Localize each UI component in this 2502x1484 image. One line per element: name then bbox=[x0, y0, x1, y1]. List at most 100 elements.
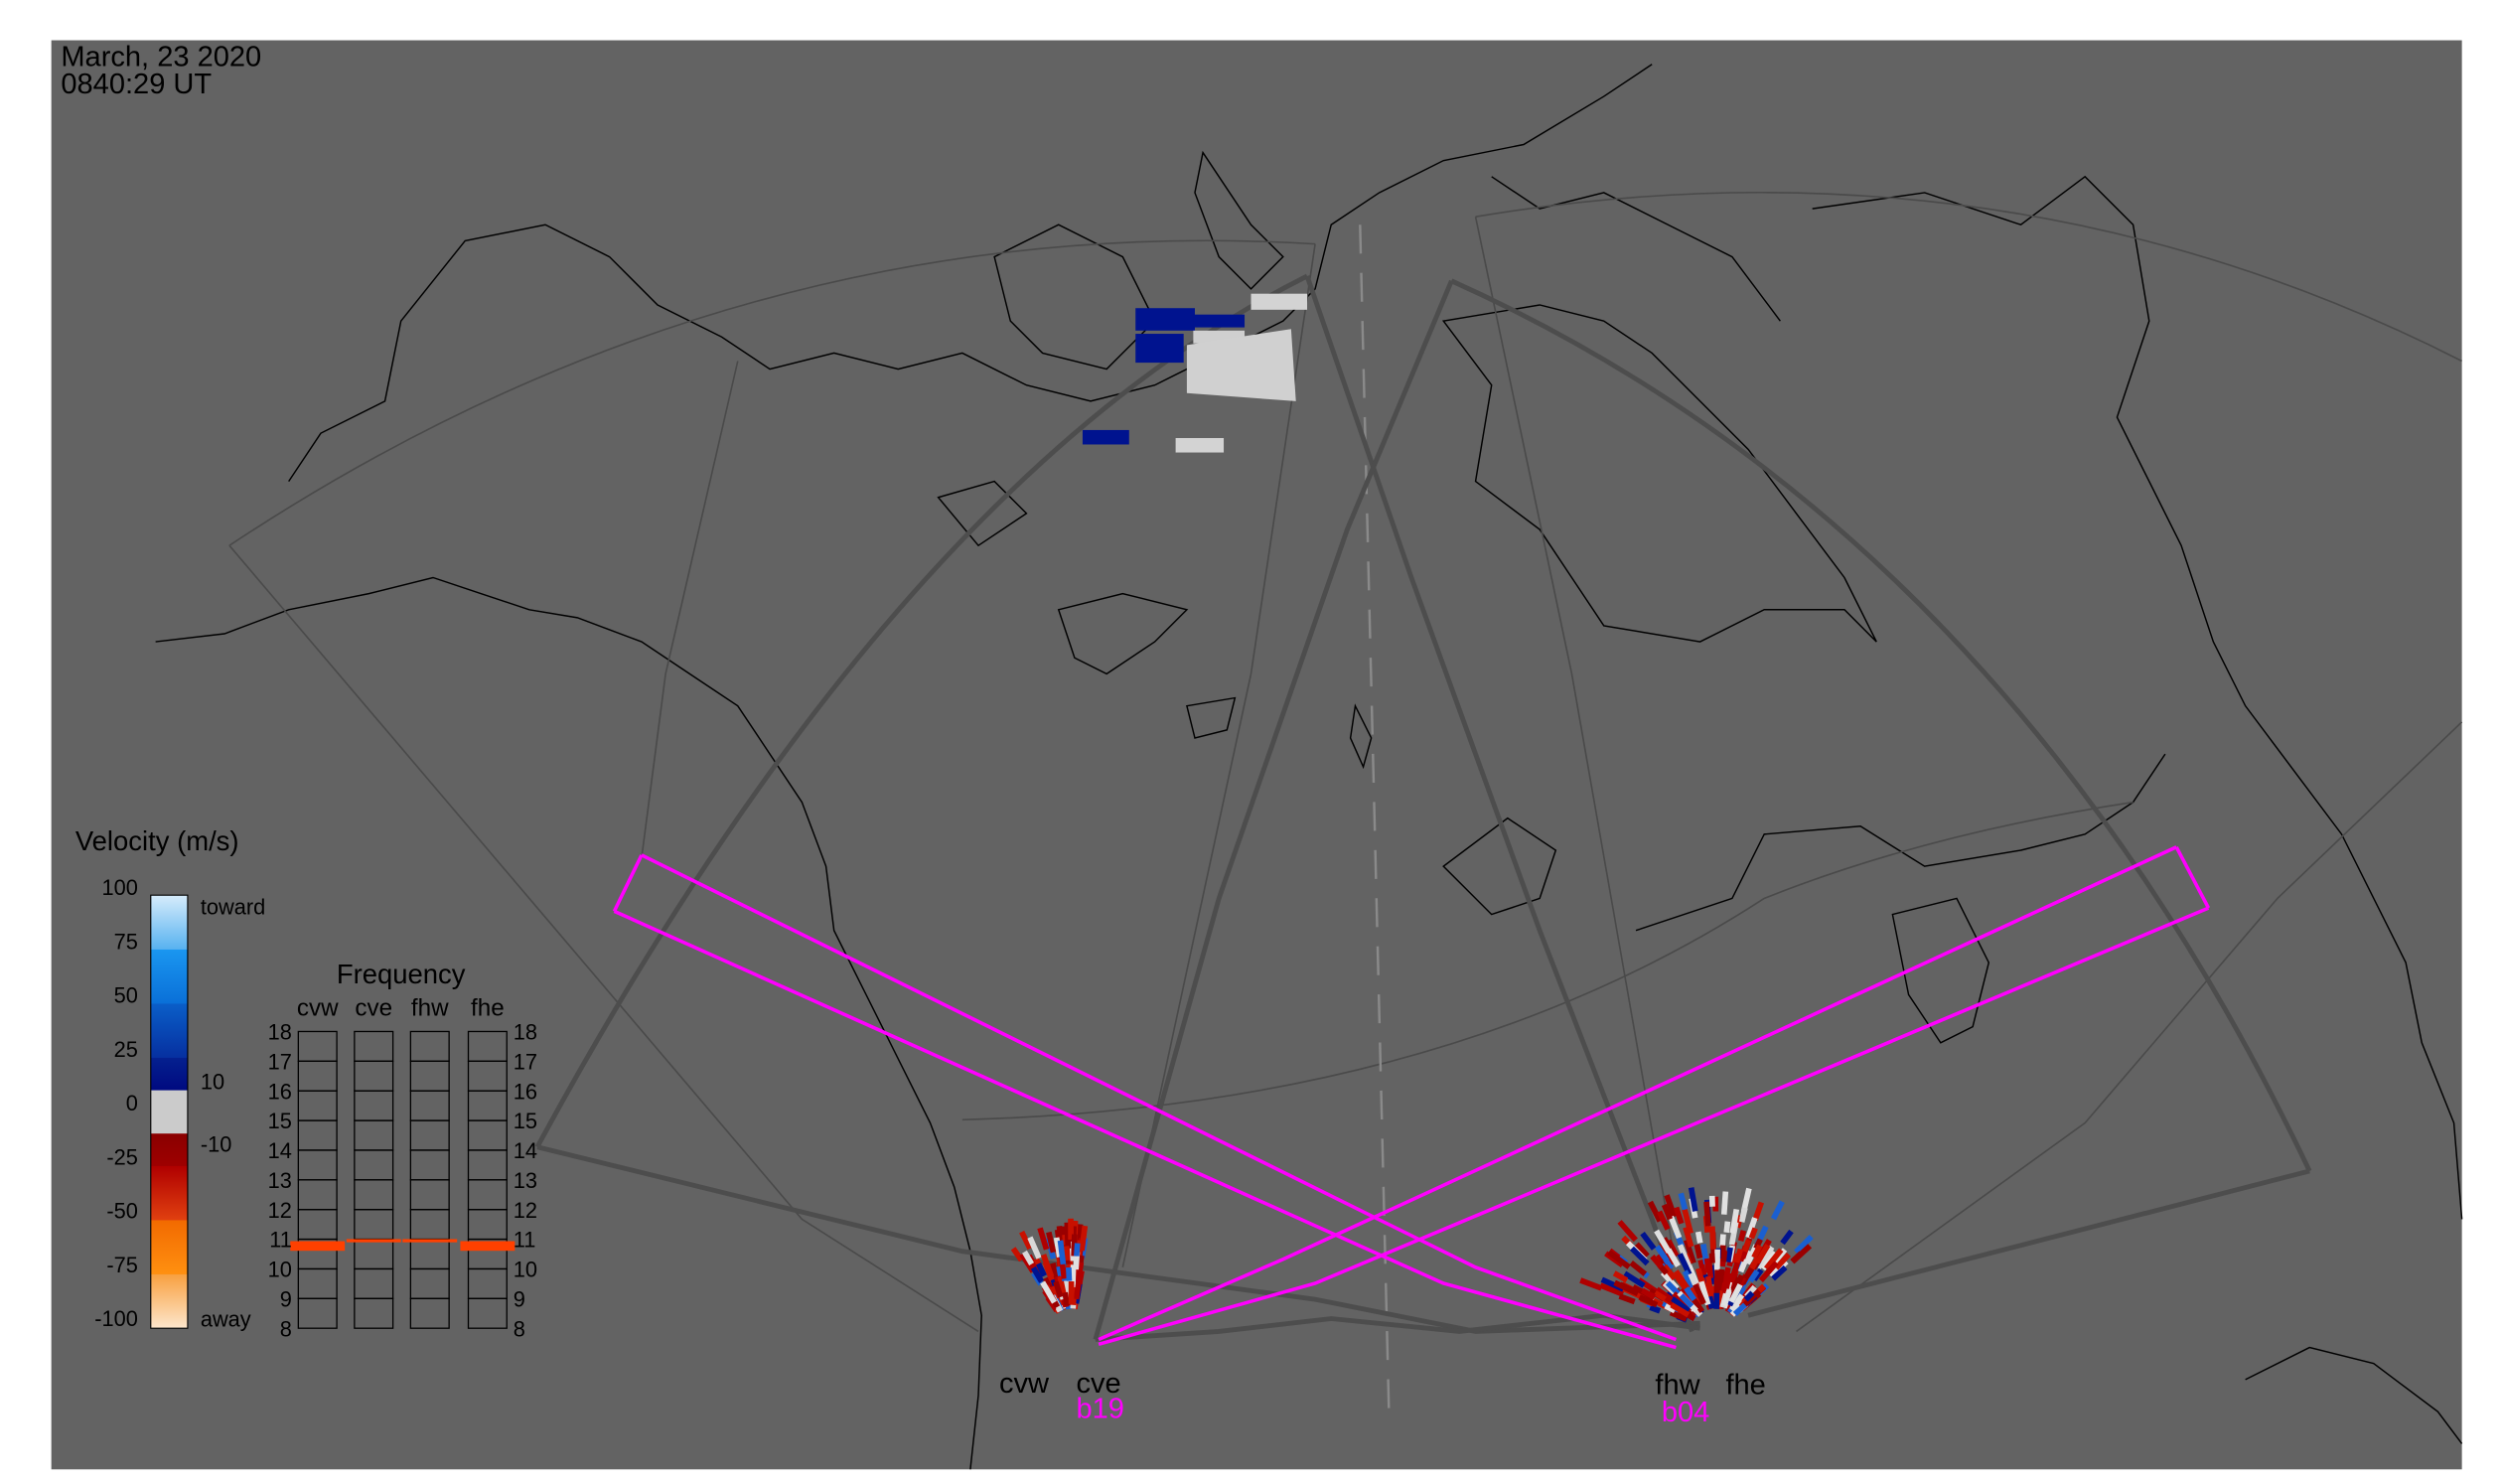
velocity-cell bbox=[1694, 1231, 1703, 1244]
frequency-scale-left: 11 bbox=[269, 1228, 292, 1253]
velocity-cell bbox=[1747, 1269, 1760, 1283]
velocity-cell bbox=[1674, 1269, 1691, 1290]
velocity-cell bbox=[1040, 1254, 1055, 1278]
frequency-cell bbox=[467, 1297, 508, 1329]
velocity-cell bbox=[1771, 1264, 1788, 1281]
velocity-cell bbox=[1677, 1244, 1693, 1267]
velocity-cell bbox=[1683, 1239, 1696, 1264]
frequency-scale-left: 13 bbox=[268, 1168, 292, 1193]
radar-label-cvw: cvw bbox=[999, 1368, 1050, 1400]
velocity-cell bbox=[1723, 1221, 1731, 1234]
velocity-cell bbox=[1057, 1240, 1067, 1265]
velocity-cell bbox=[1640, 1232, 1657, 1251]
velocity-cell bbox=[1748, 1227, 1758, 1240]
velocity-tick: -50 bbox=[106, 1199, 137, 1224]
velocity-cell bbox=[1037, 1227, 1050, 1251]
frequency-scale-right: 16 bbox=[514, 1079, 537, 1104]
velocity-cell bbox=[1673, 1206, 1685, 1225]
velocity-cells-north bbox=[1082, 293, 1308, 453]
velocity-cell bbox=[1074, 1243, 1081, 1257]
frequency-scale-left: 15 bbox=[268, 1109, 292, 1133]
frequency-scale-left: 10 bbox=[268, 1258, 292, 1282]
frequency-scale-right: 8 bbox=[514, 1316, 525, 1341]
velocity-cell bbox=[1684, 1286, 1697, 1302]
velocity-tick: -75 bbox=[106, 1253, 137, 1277]
velocity-tick: 75 bbox=[114, 929, 138, 954]
velocity-cell bbox=[1751, 1244, 1763, 1260]
velocity-cell bbox=[1758, 1261, 1779, 1282]
velocity-cell bbox=[1737, 1250, 1752, 1273]
velocity-cell bbox=[1079, 1225, 1089, 1252]
frequency-cell bbox=[354, 1297, 394, 1329]
velocity-cell bbox=[1780, 1229, 1794, 1246]
velocity-cell bbox=[1666, 1248, 1681, 1268]
velocity-tick-minus10: -10 bbox=[201, 1132, 231, 1157]
velocity-cell bbox=[1664, 1303, 1677, 1314]
velocity-cell bbox=[1030, 1265, 1045, 1283]
velocity-cell bbox=[1618, 1281, 1633, 1293]
map-background bbox=[51, 40, 2462, 1470]
velocity-cell bbox=[1035, 1261, 1048, 1277]
frequency-scale-right: 10 bbox=[514, 1258, 537, 1282]
velocity-cell bbox=[1720, 1191, 1729, 1215]
velocity-tick: 100 bbox=[102, 875, 138, 900]
velocity-cell bbox=[1670, 1302, 1691, 1318]
frequency-scale-right: 12 bbox=[514, 1198, 537, 1223]
velocity-tick: -100 bbox=[94, 1306, 138, 1331]
velocity-cell bbox=[1672, 1291, 1694, 1312]
velocity-cell bbox=[1668, 1215, 1683, 1240]
velocity-cell bbox=[1794, 1234, 1814, 1255]
velocity-cell bbox=[1740, 1187, 1752, 1213]
velocity-cell bbox=[1682, 1208, 1693, 1235]
frequency-cell bbox=[409, 1297, 450, 1329]
velocity-cell bbox=[1733, 1248, 1744, 1263]
velocity-cell bbox=[1741, 1239, 1752, 1253]
radar-label-fhe: fhe bbox=[1725, 1369, 1765, 1401]
velocity-cell bbox=[1650, 1254, 1664, 1269]
velocity-cell bbox=[1713, 1249, 1720, 1270]
away-label: away bbox=[201, 1307, 251, 1332]
velocity-cell bbox=[1019, 1253, 1036, 1273]
velocity-cell bbox=[1708, 1253, 1715, 1263]
velocity-cell bbox=[1647, 1200, 1663, 1223]
frequency-scale-right: 14 bbox=[514, 1138, 537, 1163]
velocity-cell bbox=[1019, 1230, 1033, 1251]
toward-label: toward bbox=[201, 895, 265, 920]
velocity-fans bbox=[1010, 1187, 1814, 1323]
velocity-cell bbox=[1724, 1247, 1733, 1263]
velocity-cell bbox=[1664, 1194, 1678, 1218]
velocity-cell bbox=[1729, 1293, 1745, 1311]
velocity-cell bbox=[1623, 1270, 1646, 1288]
velocity-cell bbox=[1579, 1277, 1603, 1291]
velocity-legend-title: Velocity (m/s) bbox=[75, 825, 239, 856]
velocity-cell bbox=[1770, 1200, 1785, 1221]
velocity-cell bbox=[1755, 1245, 1775, 1270]
velocity-cell bbox=[1063, 1246, 1071, 1261]
frequency-marker-fhw bbox=[402, 1239, 458, 1243]
velocity-cell bbox=[1709, 1226, 1716, 1250]
velocity-cell bbox=[1661, 1203, 1674, 1221]
frequency-marker-cvw bbox=[290, 1241, 346, 1252]
frequency-scale-left: 17 bbox=[268, 1049, 292, 1074]
velocity-cell bbox=[1068, 1280, 1075, 1304]
velocity-cell bbox=[1693, 1283, 1706, 1305]
velocity-cell bbox=[1678, 1192, 1689, 1211]
frequency-marker-fhe bbox=[460, 1241, 515, 1252]
velocity-cell bbox=[1640, 1287, 1657, 1300]
frequency-scale-left: 18 bbox=[268, 1020, 292, 1045]
velocity-legend: Velocity (m/s) bbox=[75, 825, 265, 1332]
velocity-cell bbox=[1671, 1296, 1691, 1313]
frequency-scale-left: 8 bbox=[280, 1316, 292, 1341]
velocity-cell bbox=[1717, 1268, 1725, 1282]
frequency-scale-right: 13 bbox=[514, 1168, 537, 1193]
velocity-cell bbox=[1629, 1246, 1650, 1266]
velocity-cell bbox=[1669, 1309, 1688, 1322]
velocity-cell bbox=[1683, 1226, 1694, 1248]
frequency-scale-left: 16 bbox=[268, 1079, 292, 1104]
velocity-cell bbox=[1764, 1248, 1784, 1270]
velocity-cell bbox=[1742, 1288, 1762, 1307]
velocity-cell bbox=[1752, 1201, 1765, 1222]
radar-label-cve: cve bbox=[1076, 1368, 1120, 1400]
velocity-cell bbox=[1745, 1217, 1758, 1239]
